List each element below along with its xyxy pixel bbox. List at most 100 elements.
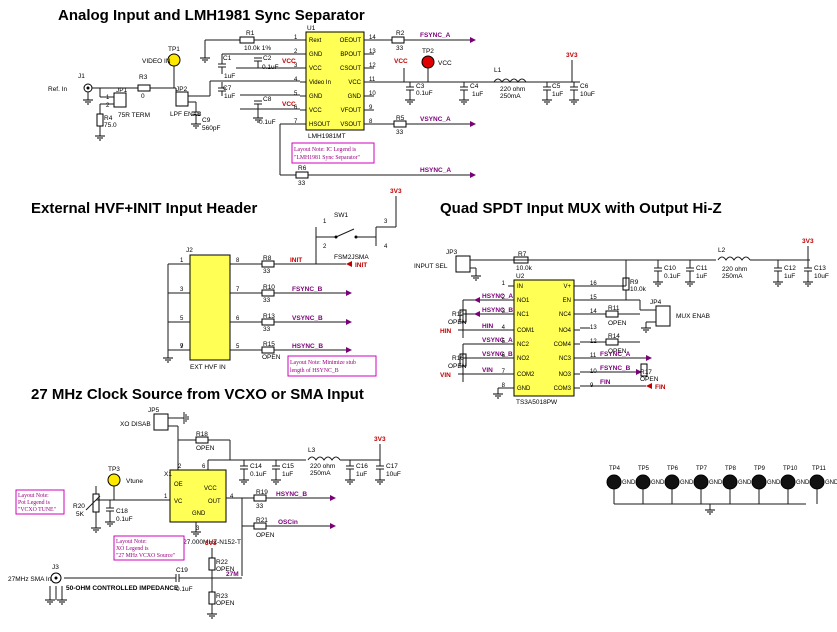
u2-ts3a5018-ic[interactable] [513,279,575,397]
u1-left-pin-name: VCC [309,108,322,114]
testpoint-tp11[interactable] [809,474,825,490]
c5-label: C5 [552,83,561,90]
r5-value: 33 [396,129,404,136]
u2-right-pin-name: NO3 [559,372,572,378]
u1-lmh1981-ic[interactable] [305,31,365,131]
u2-left-pin-number: 4 [502,325,506,331]
u2-left-pin-number: 2 [502,295,506,301]
l1-value: 220 ohm [500,86,525,93]
testpoint-tp10[interactable] [780,474,796,490]
u1-right-pin-number: 10 [369,91,376,97]
jp4-jumper[interactable] [655,305,671,327]
mux-enab-label: MUX ENAB [676,313,710,320]
analog-note-line1: Layout Note: IC Legend is [294,147,357,153]
l3-current: 250mA [310,470,331,477]
testpoint-tp9[interactable] [751,474,767,490]
u1-left-pin-name: GND [309,94,323,100]
c13-label: C13 [814,265,826,272]
r16-value: OPEN [448,363,467,370]
r11-label: R11 [608,305,620,312]
u2-label: U2 [516,273,525,280]
u2-left-pin-name: NO1 [517,298,530,304]
c8-label: C8 [263,96,272,103]
title-mux-section: Quad SPDT Input MUX with Output Hi-Z [440,200,722,217]
j2-right-pin-number: 6 [236,316,240,322]
u2-right-pin-name: NO4 [559,328,572,334]
x1-vcxo[interactable] [169,469,227,523]
c19-value: 0.1uF [176,586,193,593]
j2-right-pin-number: 7 [236,287,240,293]
net-hsync-b-mux: HSYNC_B [482,307,513,314]
svg-text:4: 4 [384,244,388,250]
c10-label: C10 [664,265,676,272]
r2-value: 33 [396,45,404,52]
j2-header[interactable] [189,254,231,361]
tp3-test-point[interactable] [107,473,121,487]
u2-left-pin-name: NC2 [517,342,530,348]
r20-potentiometer[interactable] [92,493,100,513]
net-fin: FIN [655,384,666,391]
u2-left-pin-name: IN [517,284,523,290]
r9-label: R9 [630,279,639,286]
c6-label: C6 [580,83,589,90]
u1-left-pin-number: 7 [294,119,298,125]
r7-label: R7 [518,251,527,258]
u2-left-pin-name: COM1 [517,328,535,334]
jp1-description: 75R TERM [118,112,150,119]
j2-left-pin-number: 7 [180,344,184,350]
jp2-jumper[interactable] [175,91,189,107]
testpoint-tp8[interactable] [722,474,738,490]
tp2-vcc-label: VCC [438,60,452,67]
c11-label: C11 [696,265,708,272]
net-hin-mux: HIN [482,323,494,330]
xo-note-line1: Layout Note: [116,539,147,545]
u2-right-pin-number: 11 [590,353,597,359]
testpoint-gnd-label: GND [709,480,723,486]
testpoint-label: TP4 [609,466,621,472]
testpoint-tp6[interactable] [664,474,680,490]
3v3-label-l1: 3V3 [566,52,578,59]
xo-note-line3: "27 MHz VCXO Source" [116,553,175,559]
net-hsync-a-mux: HSYNC_A [482,293,513,300]
external-layout-note [287,355,377,377]
u1-right-pin-name: VCC [348,80,361,86]
l1-label: L1 [494,67,502,74]
j3-label: J3 [52,564,59,571]
video-in-label: VIDEO IN [142,58,171,65]
r4-value: 75.0 [104,122,117,129]
u1-left-pin-number: 4 [294,77,298,83]
analog-layout-note [291,142,375,164]
testpoint-tp7[interactable] [693,474,709,490]
title-analog-section: Analog Input and LMH1981 Sync Separator [58,7,365,24]
u2-right-pin-name: NC4 [559,312,572,318]
testpoint-tp5[interactable] [635,474,651,490]
jp1-jumper[interactable] [113,92,127,108]
vcc-label-u1-top: VCC [282,58,296,65]
u1-left-pin-name: HSOUT [309,122,330,128]
j2-right-pin-number: 8 [236,258,240,264]
mux-section: JP3 INPUT SEL R7 10.0k U2 TS3A5018PW IN1… [414,238,829,406]
vcc-label-c3: VCC [394,58,408,65]
r17-value: OPEN [640,376,659,383]
u2-left-pin-number: 6 [502,353,506,359]
testpoint-label: TP8 [725,466,737,472]
r15-value: OPEN [262,354,281,361]
testpoint-tp4[interactable] [606,474,622,490]
jp3-jumper[interactable] [455,255,471,273]
jp2-description: LPF ENAB [170,111,201,118]
sw1-label: SW1 [334,212,348,219]
testpoint-label: TP9 [754,466,766,472]
net-fsync-b-mux: FSYNC_B [600,365,631,372]
u2-left-pin-number: 5 [502,339,506,345]
net-vsync-a-top: VSYNC_A [420,116,451,123]
tp2-test-point[interactable] [421,55,435,69]
x1-pin-oe: OE [174,482,183,488]
net-vin: VIN [440,372,451,379]
3v3-label-clock: 3V3 [374,436,386,443]
x1-pin-vc: VC [174,499,183,505]
jp5-jumper[interactable] [153,413,169,431]
r13-value: 33 [263,326,271,333]
r6-value: 33 [298,180,306,187]
u1-left-pin-name: GND [309,52,323,58]
l3-value: 220 ohm [310,463,335,470]
